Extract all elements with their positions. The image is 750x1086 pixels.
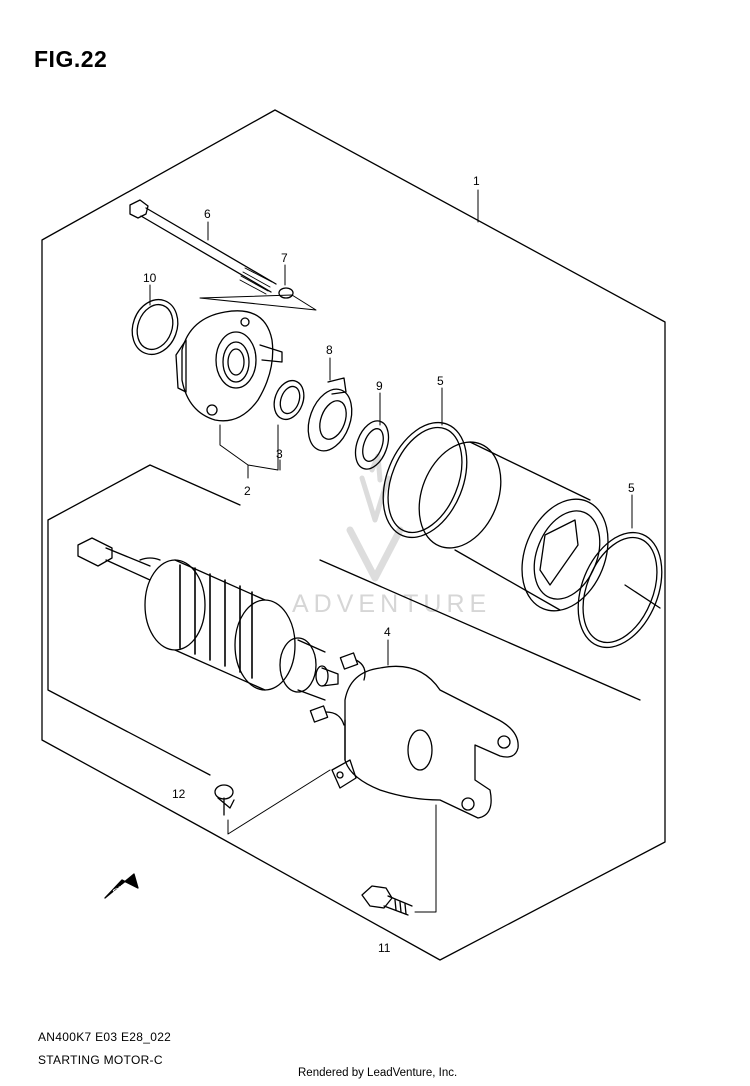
assembly-outline	[41, 109, 666, 961]
callout-5-upper: 5	[437, 374, 444, 388]
watermark-text: ADVENTURE	[292, 590, 491, 618]
part-4-rear-housing	[331, 665, 519, 819]
part-7-washer	[278, 287, 294, 299]
part-9-washer	[354, 420, 390, 470]
callout-1: 1	[473, 174, 480, 188]
fwd-arrow-label: FWD	[112, 882, 129, 896]
part-6-through-bolt	[129, 199, 277, 295]
callout-8: 8	[326, 343, 333, 357]
part-11-bolt	[361, 885, 413, 916]
callout-4: 4	[384, 625, 391, 639]
callout-7: 7	[281, 251, 288, 265]
part-2-front-housing	[175, 310, 283, 422]
render-credit: Rendered by LeadVenture, Inc.	[298, 1067, 458, 1079]
figure-title: FIG.22	[34, 46, 108, 72]
brushes	[309, 652, 366, 726]
part-3-seal	[273, 379, 305, 421]
callout-2: 2	[244, 484, 251, 498]
callout-10: 10	[143, 271, 157, 285]
inner-boundary	[47, 464, 661, 776]
part-5-o-ring-upper	[382, 421, 468, 539]
figure-name: STARTING MOTOR-C	[38, 1053, 163, 1067]
part-12-screw	[214, 784, 235, 816]
part-5-o-ring-lower	[577, 531, 663, 649]
callout-12: 12	[172, 787, 186, 801]
figure-code: AN400K7 E03 E28_022	[38, 1030, 172, 1044]
armature	[77, 537, 339, 701]
part-8-lock-washer	[307, 377, 353, 452]
fwd-arrow-icon: FWD	[104, 873, 139, 899]
callout-6: 6	[204, 207, 211, 221]
leader-lines	[149, 189, 633, 666]
callout-11: 11	[378, 941, 391, 955]
callout-5-lower: 5	[628, 481, 635, 495]
callout-3: 3	[276, 447, 283, 461]
part-10-o-ring	[131, 298, 179, 356]
callout-9: 9	[376, 379, 383, 393]
